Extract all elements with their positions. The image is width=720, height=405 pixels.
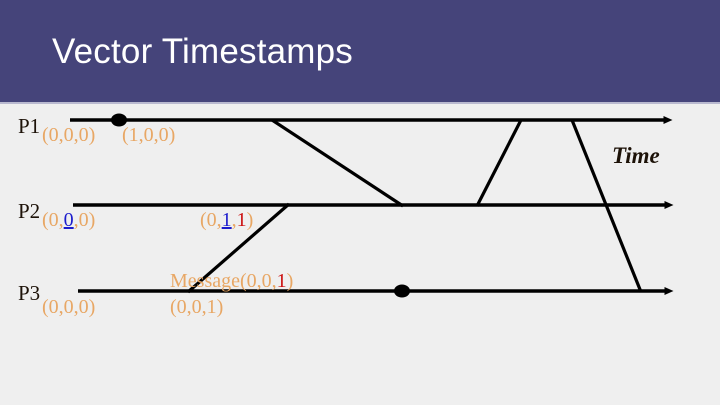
message-label-pre: Message(0,0,	[170, 270, 277, 292]
timestamp-p2-initial-pre: (0,	[42, 209, 64, 231]
process-label-p3: P3	[18, 281, 41, 305]
timestamp-p2-received-pre: (0,	[200, 209, 222, 231]
message-label-post: )	[286, 270, 294, 292]
timestamp-p2-initial-mid: 0	[63, 209, 74, 231]
event-dots	[111, 113, 410, 298]
message-label-value: 1	[276, 270, 287, 292]
process-label-p2: P2	[18, 199, 41, 223]
event-dot-p3	[394, 284, 410, 298]
timestamp-p1-initial: (0,0,0)	[42, 124, 96, 146]
message-line-p1-to-p3	[570, 119, 643, 293]
timestamp-p2-initial-post: ,0)	[73, 209, 96, 231]
message-line-p1-to-p2	[271, 118, 404, 208]
timestamp-p2-received-sep: ,	[231, 209, 237, 231]
timestamp-p3-event: (0,0,1)	[170, 296, 224, 318]
timestamp-p2-initial: (0,0,0)	[42, 209, 95, 232]
time-axis-label: Time	[612, 143, 660, 168]
page-title: Vector Timestamps	[52, 32, 354, 71]
process-label-p1: P1	[18, 114, 41, 138]
timestamp-p1-event: (1,0,0)	[122, 124, 176, 146]
process-timelines	[70, 116, 674, 295]
message-lines	[186, 118, 643, 294]
timestamp-p2-received-last: 1	[236, 209, 247, 231]
timestamp-p2-received-mid: 1	[221, 209, 232, 231]
event-dot-p1	[111, 113, 127, 127]
timestamp-p2-received: (0,1,1)	[200, 209, 253, 232]
title-bar	[0, 0, 720, 104]
timestamp-p3-initial: (0,0,0)	[42, 296, 96, 318]
timestamp-p2-received-post: )	[246, 209, 254, 231]
message-line-p3-to-p2	[186, 202, 291, 294]
message-label: Message(0,0,1)	[170, 270, 293, 293]
message-line-p2-to-p1	[475, 119, 523, 207]
